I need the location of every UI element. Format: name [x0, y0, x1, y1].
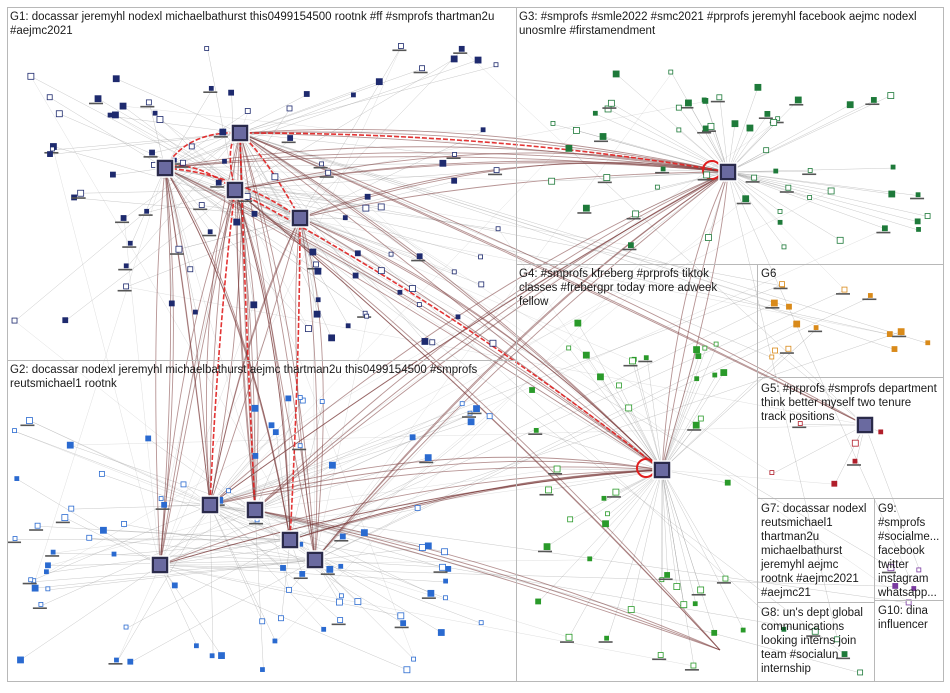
group-label-g1: G1: docassar jeremyhl nodexl michaelbath…	[10, 10, 515, 38]
group-label-g5: G5: #prprofs #smprofs department think b…	[761, 382, 945, 424]
group-label-g9: G9: #smprofs #socialme... facebook twitt…	[878, 502, 944, 600]
group-label-g3: G3: #smprofs #smle2022 #smc2021 #prprofs…	[519, 10, 943, 38]
group-label-g4: G4: #smprofs kfreberg #prprofs tiktok cl…	[519, 267, 755, 309]
group-label-g6: G6	[761, 267, 776, 281]
group-label-g7: G7: docassar nodexl reutsmichael1 thartm…	[761, 502, 873, 600]
group-label-g8: G8: un's dept global communications look…	[761, 606, 873, 676]
group-label-g2: G2: docassar nodexl jeremyhl michaelbath…	[10, 363, 515, 391]
group-label-g10: G10: dina influencer	[878, 604, 944, 632]
